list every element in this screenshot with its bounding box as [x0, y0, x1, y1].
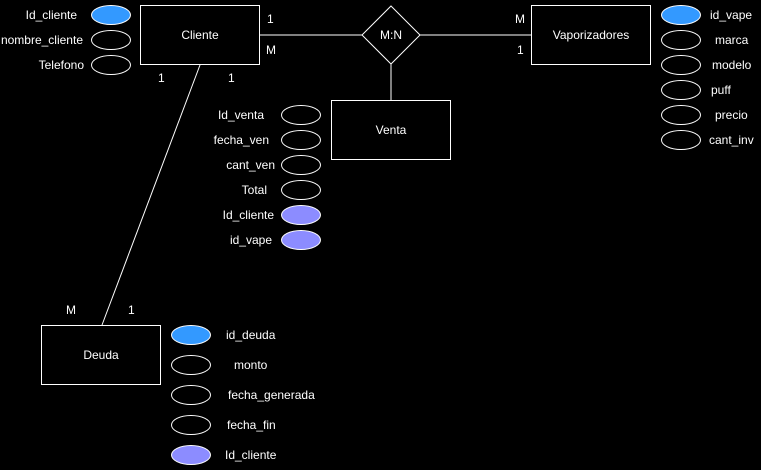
attr-deuda-label-2: fecha_generada: [228, 388, 315, 402]
entity-vaporizadores-label: Vaporizadores: [552, 28, 630, 42]
attr-venta-oval-2: [281, 155, 321, 175]
attr-cliente-oval-0: [91, 5, 131, 25]
cardinality-cliente-rel-1: 1: [267, 12, 274, 26]
attr-venta-label-4: Id_cliente: [222, 208, 274, 222]
cardinality-cliente-deuda-1b: 1: [228, 71, 235, 85]
attr-deuda-oval-0: [171, 325, 211, 345]
attr-cliente-label-1: nombre_cliente: [0, 33, 83, 47]
relationship-diamond: [361, 5, 421, 65]
attr-cliente-label-2: Telefono: [38, 58, 84, 72]
attr-vape-oval-1: [661, 30, 701, 50]
attr-deuda-oval-3: [171, 415, 211, 435]
entity-cliente-label: Cliente: [181, 28, 219, 42]
entity-deuda[interactable]: Deuda: [41, 325, 161, 385]
attr-deuda-oval-1: [171, 355, 211, 375]
attr-cliente-oval-1: [91, 30, 131, 50]
attr-venta-label-1: fecha_ven: [213, 133, 269, 147]
attr-deuda-label-4: Id_cliente: [225, 448, 277, 462]
attr-vape-oval-3: [661, 80, 701, 100]
attr-vape-oval-5: [661, 130, 701, 150]
attr-cliente-oval-2: [91, 55, 131, 75]
attr-vape-label-5: cant_inv: [709, 133, 754, 147]
attr-vape-label-3: puff: [711, 83, 731, 97]
cardinality-vape-rel-m: M: [515, 12, 525, 26]
attr-vape-label-1: marca: [715, 33, 749, 47]
cardinality-vape-rel-1: 1: [517, 43, 524, 57]
cardinality-deuda-m: M: [66, 303, 76, 317]
entity-deuda-label: Deuda: [83, 348, 119, 362]
attr-vape-label-4: precio: [715, 108, 748, 122]
attr-deuda-label-0: id_deuda: [226, 328, 276, 342]
attr-vape-label-0: id_vape: [710, 8, 753, 22]
cardinality-cliente-rel-m: M: [266, 43, 276, 57]
relationship-label: M:N: [380, 28, 402, 42]
entity-cliente[interactable]: Cliente: [140, 5, 260, 65]
entity-venta[interactable]: Venta: [331, 100, 451, 160]
attr-venta-label-0: Id_venta: [217, 108, 264, 122]
attr-vape-oval-4: [661, 105, 701, 125]
attr-venta-oval-3: [281, 180, 321, 200]
cardinality-deuda-1: 1: [128, 303, 135, 317]
attr-venta-label-5: id_vape: [229, 233, 272, 247]
entity-venta-label: Venta: [375, 123, 407, 137]
attr-deuda-label-1: monto: [234, 358, 268, 372]
attr-deuda-oval-4: [171, 445, 211, 465]
attr-venta-oval-5: [281, 230, 321, 250]
attr-vape-oval-2: [661, 55, 701, 75]
attr-venta-label-3: Total: [241, 183, 267, 197]
line-cliente-deuda: [101, 64, 201, 326]
attr-cliente-label-0: Id_cliente: [25, 8, 77, 22]
entity-vaporizadores[interactable]: Vaporizadores: [531, 5, 651, 65]
cardinality-cliente-deuda-1a: 1: [158, 71, 165, 85]
attr-deuda-oval-2: [171, 385, 211, 405]
attr-vape-oval-0: [661, 5, 701, 25]
attr-venta-oval-0: [281, 105, 321, 125]
attr-deuda-label-3: fecha_fin: [227, 418, 276, 432]
attr-venta-label-2: cant_ven: [226, 158, 275, 172]
attr-venta-oval-4: [281, 205, 321, 225]
attr-vape-label-2: modelo: [712, 58, 752, 72]
attr-venta-oval-1: [281, 130, 321, 150]
